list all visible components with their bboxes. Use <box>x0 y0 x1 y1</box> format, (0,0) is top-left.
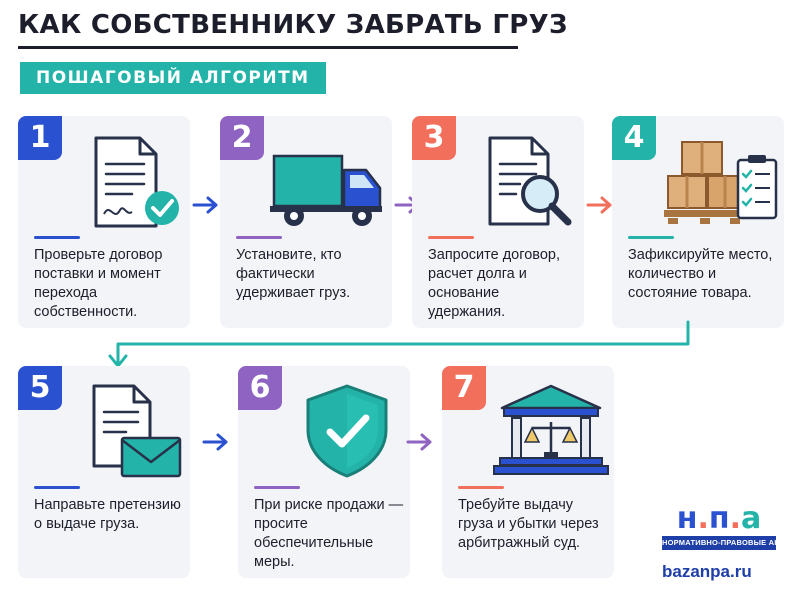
accent-line <box>34 486 80 489</box>
logo-caption: НОРМАТИВНО-ПРАВОВЫЕ АКТЫ <box>662 536 791 550</box>
step-number-6: 6 <box>238 366 282 410</box>
accent-line <box>428 236 474 239</box>
title-underline <box>18 46 518 49</box>
accent-line <box>628 236 674 239</box>
step-number-7: 7 <box>442 366 486 410</box>
step-text-3: Запросите договор, расчет долга и основа… <box>428 247 560 320</box>
step-card-2: 2 Установите, кто фактически удерживает … <box>220 116 392 328</box>
arrow-right-icon <box>586 195 614 215</box>
accent-line <box>458 486 504 489</box>
step-text-4: Зафиксируйте место, количество и состоян… <box>628 247 773 301</box>
step-number-1: 1 <box>18 116 62 160</box>
step-number-4: 4 <box>612 116 656 160</box>
step-text-7: Требуйте выдачу груза и убытки через арб… <box>458 497 599 551</box>
step-card-5: 5 Направьте претензию о выдаче груза. <box>18 366 190 578</box>
arrow-right-icon <box>202 432 230 452</box>
step-number-5: 5 <box>18 366 62 410</box>
document-envelope-icon <box>68 380 186 480</box>
step-card-4: 4 Зафиксируйте место, количество и состо… <box>612 116 784 328</box>
step-card-6: 6 При риске продажи — просите обеспечите… <box>238 366 410 578</box>
subtitle-banner: ПОШАГОВЫЙ АЛГОРИТМ <box>20 62 326 94</box>
step-card-7: 7 Требуйте выдачу груза и убытки через а… <box>442 366 614 578</box>
row-connector-arrow <box>100 318 700 370</box>
boxes-checklist-icon <box>662 130 780 230</box>
logo-letter: н <box>676 501 698 536</box>
step-text-6: При риске продажи — просите обеспечитель… <box>254 497 404 570</box>
arrow-right-icon <box>192 195 220 215</box>
accent-line <box>34 236 80 239</box>
shield-check-icon <box>288 380 406 480</box>
logo-letters: н . п . а <box>662 500 776 534</box>
logo-letter: а <box>741 501 762 536</box>
page-title: КАК СОБСТВЕННИКУ ЗАБРАТЬ ГРУЗ <box>18 10 568 40</box>
npa-logo: н . п . а НОРМАТИВНО-ПРАВОВЫЕ АКТЫ <box>662 500 791 552</box>
logo-letter: п <box>708 501 730 536</box>
logo-dot: . <box>729 501 742 536</box>
document-magnifier-icon <box>462 130 580 230</box>
courthouse-scales-icon <box>492 380 610 480</box>
document-check-icon <box>68 130 186 230</box>
step-card-1: 1 Проверьте договор поставки и момент пе… <box>18 116 190 328</box>
arrow-right-icon <box>406 432 434 452</box>
delivery-truck-icon <box>270 130 388 230</box>
step-text-5: Направьте претензию о выдаче груза. <box>34 497 181 532</box>
site-link[interactable]: bazanpa.ru <box>662 562 752 581</box>
logo-dot: . <box>697 501 709 536</box>
accent-line <box>254 486 300 489</box>
step-number-3: 3 <box>412 116 456 160</box>
step-card-3: 3 Запросите договор, расчет долга и осно… <box>412 116 584 328</box>
accent-line <box>236 236 282 239</box>
step-number-2: 2 <box>220 116 264 160</box>
step-text-1: Проверьте договор поставки и момент пере… <box>34 247 163 320</box>
step-text-2: Установите, кто фактически удерживает гр… <box>236 247 351 301</box>
